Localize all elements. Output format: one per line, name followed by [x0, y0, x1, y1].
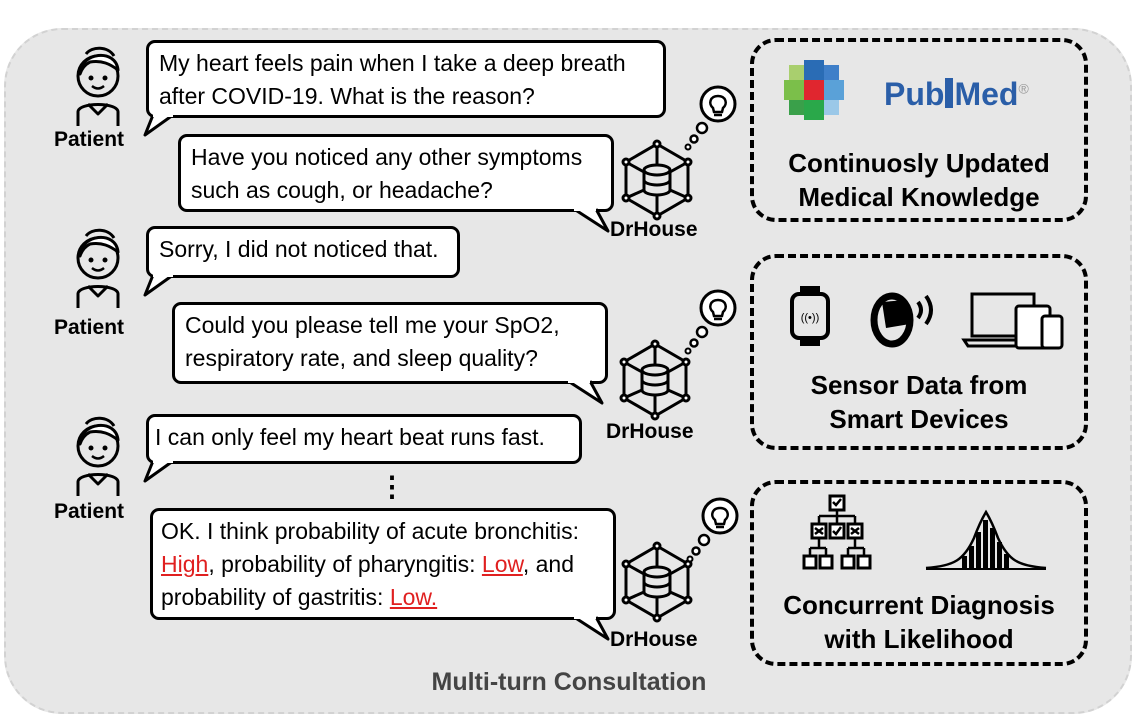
message-text: probability of gastritis: Low. [161, 584, 438, 610]
message-text: Have you noticed any other symptoms [191, 144, 583, 170]
message-text: High, probability of pharyngitis: Low, a… [161, 551, 574, 577]
patient-label: Patient [54, 500, 125, 523]
diagnosis-panel: Concurrent Diagnosis with Likelihood [750, 480, 1088, 666]
panel-title: Medical Knowledge [798, 182, 1040, 212]
bubble-tail [573, 615, 610, 641]
panel-title: Smart Devices [829, 404, 1009, 434]
drhouse-message: Have you noticed any other symptoms such… [178, 134, 614, 212]
patient-label: Patient [54, 128, 125, 151]
message-text: Sorry, I did not noticed that. [159, 236, 439, 262]
panel-title: with Likelihood [824, 624, 1014, 654]
pubmed-bookmark-icon [945, 78, 954, 108]
patient-message: Sorry, I did not noticed that. [146, 226, 460, 278]
smartwatch-icon: ((•)) [790, 286, 830, 346]
drhouse-network-icon [621, 541, 693, 623]
message-text: Could you please tell me your SpO2, [185, 312, 560, 338]
patient-avatar-icon [76, 46, 120, 126]
bubble-tail [143, 113, 174, 137]
lightbulb-thought-icon [684, 85, 737, 151]
drhouse-label: DrHouse [606, 420, 694, 443]
patient-avatar-icon [76, 228, 120, 308]
sensor-panel: ((•)) Sensor Data from Smart Devices [750, 254, 1088, 450]
message-text: My heart feels pain when I take a deep b… [159, 50, 626, 76]
ellipsis: ⋮ [378, 471, 406, 502]
wolters-kluwer-logo-icon [784, 60, 844, 120]
message-text: I can only feel my heart beat runs fast. [155, 424, 545, 450]
panel-title: Continuosly Updated [788, 148, 1050, 178]
laptop-tablet-phone-icon [961, 292, 1064, 350]
drhouse-message: OK. I think probability of acute bronchi… [150, 508, 616, 620]
lightbulb-thought-icon [686, 497, 739, 563]
drhouse-message: Could you please tell me your SpO2, resp… [172, 302, 608, 384]
panel-title: Concurrent Diagnosis [783, 590, 1055, 620]
drhouse-network-icon [621, 139, 693, 221]
patient-label: Patient [54, 316, 125, 339]
fitness-band-icon [870, 292, 933, 348]
panel-title: Sensor Data from [810, 370, 1028, 400]
bubble-tail [143, 459, 174, 483]
bubble-tail [573, 207, 610, 233]
message-text: after COVID-19. What is the reason? [159, 83, 535, 109]
svg-text:((•)): ((•)) [801, 312, 820, 324]
lightbulb-thought-icon [684, 289, 737, 355]
patient-avatar-icon [76, 416, 120, 496]
patient-message: I can only feel my heart beat runs fast. [146, 414, 582, 464]
probability-high: High [161, 551, 209, 577]
probability-low: Low. [389, 584, 438, 610]
probability-low: Low [481, 551, 523, 577]
drhouse-label: DrHouse [610, 628, 698, 651]
footer-caption: Multi-turn Consultation [431, 668, 707, 696]
drhouse-label: DrHouse [610, 218, 698, 241]
drhouse-network-icon [619, 339, 691, 421]
bubble-tail [143, 273, 174, 297]
bubble-tail [567, 379, 604, 405]
message-text: OK. I think probability of acute bronchi… [161, 518, 580, 544]
message-text: respiratory rate, and sleep quality? [185, 345, 538, 371]
decision-tree-icon [802, 494, 872, 570]
patient-message: My heart feels pain when I take a deep b… [146, 40, 666, 118]
message-text: such as cough, or headache? [191, 177, 493, 203]
distribution-histogram-icon [925, 509, 1047, 570]
